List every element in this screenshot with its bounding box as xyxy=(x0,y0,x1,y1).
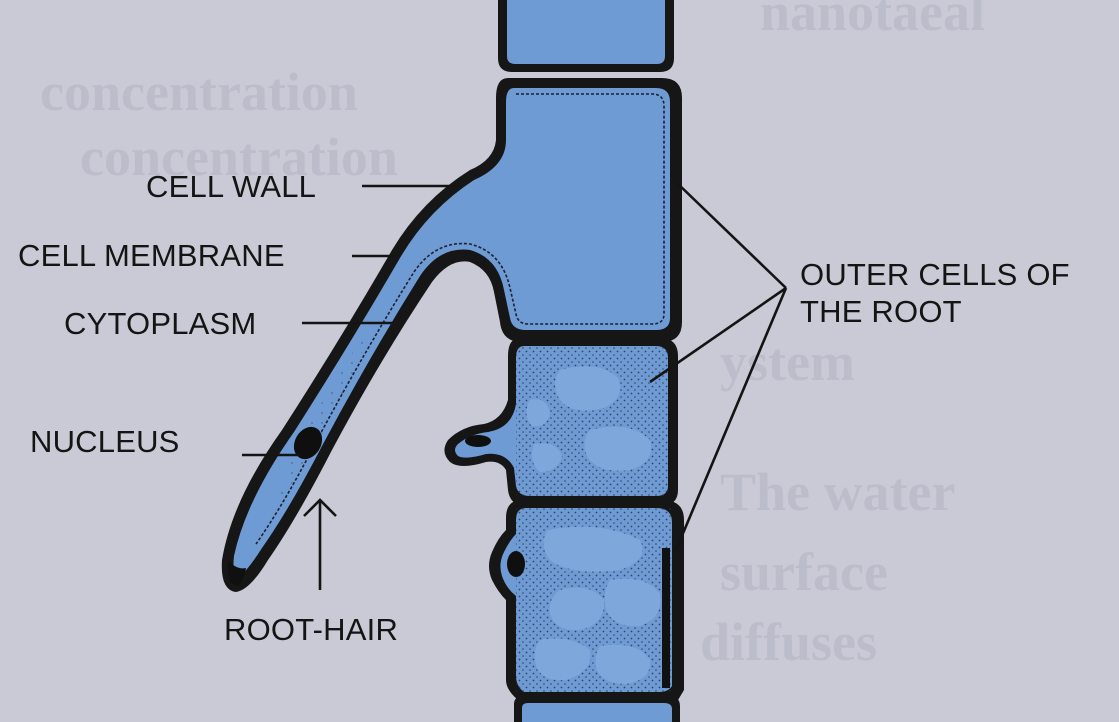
svg-text:nanotaeal: nanotaeal xyxy=(760,0,985,42)
svg-text:concentration: concentration xyxy=(40,62,358,122)
svg-text:The water: The water xyxy=(720,462,955,522)
outer-cells-label-line1: OUTER CELLS OF xyxy=(800,257,1070,294)
cell-membrane-label: CELL MEMBRANE xyxy=(18,240,285,271)
top-cell xyxy=(498,0,674,72)
outer-cells-leader-1 xyxy=(676,182,786,288)
cytoplasm-label: CYTOPLASM xyxy=(64,308,256,339)
middle-cell xyxy=(444,338,678,506)
outer-cells-label-line2: THE ROOT xyxy=(800,294,1070,331)
svg-text:ystem: ystem xyxy=(720,332,855,392)
svg-text:surface: surface xyxy=(720,542,888,602)
root-hair-label: ROOT-HAIR xyxy=(224,614,398,645)
bottom-partial-cell xyxy=(514,696,680,722)
root-hair-arrow xyxy=(304,500,336,590)
svg-text:diffuses: diffuses xyxy=(700,612,877,672)
bottom-cell xyxy=(489,500,684,700)
outer-cells-label: OUTER CELLS OF THE ROOT xyxy=(800,257,1070,330)
nucleus-label: NUCLEUS xyxy=(30,426,180,457)
cell-wall-label: CELL WALL xyxy=(146,171,316,202)
